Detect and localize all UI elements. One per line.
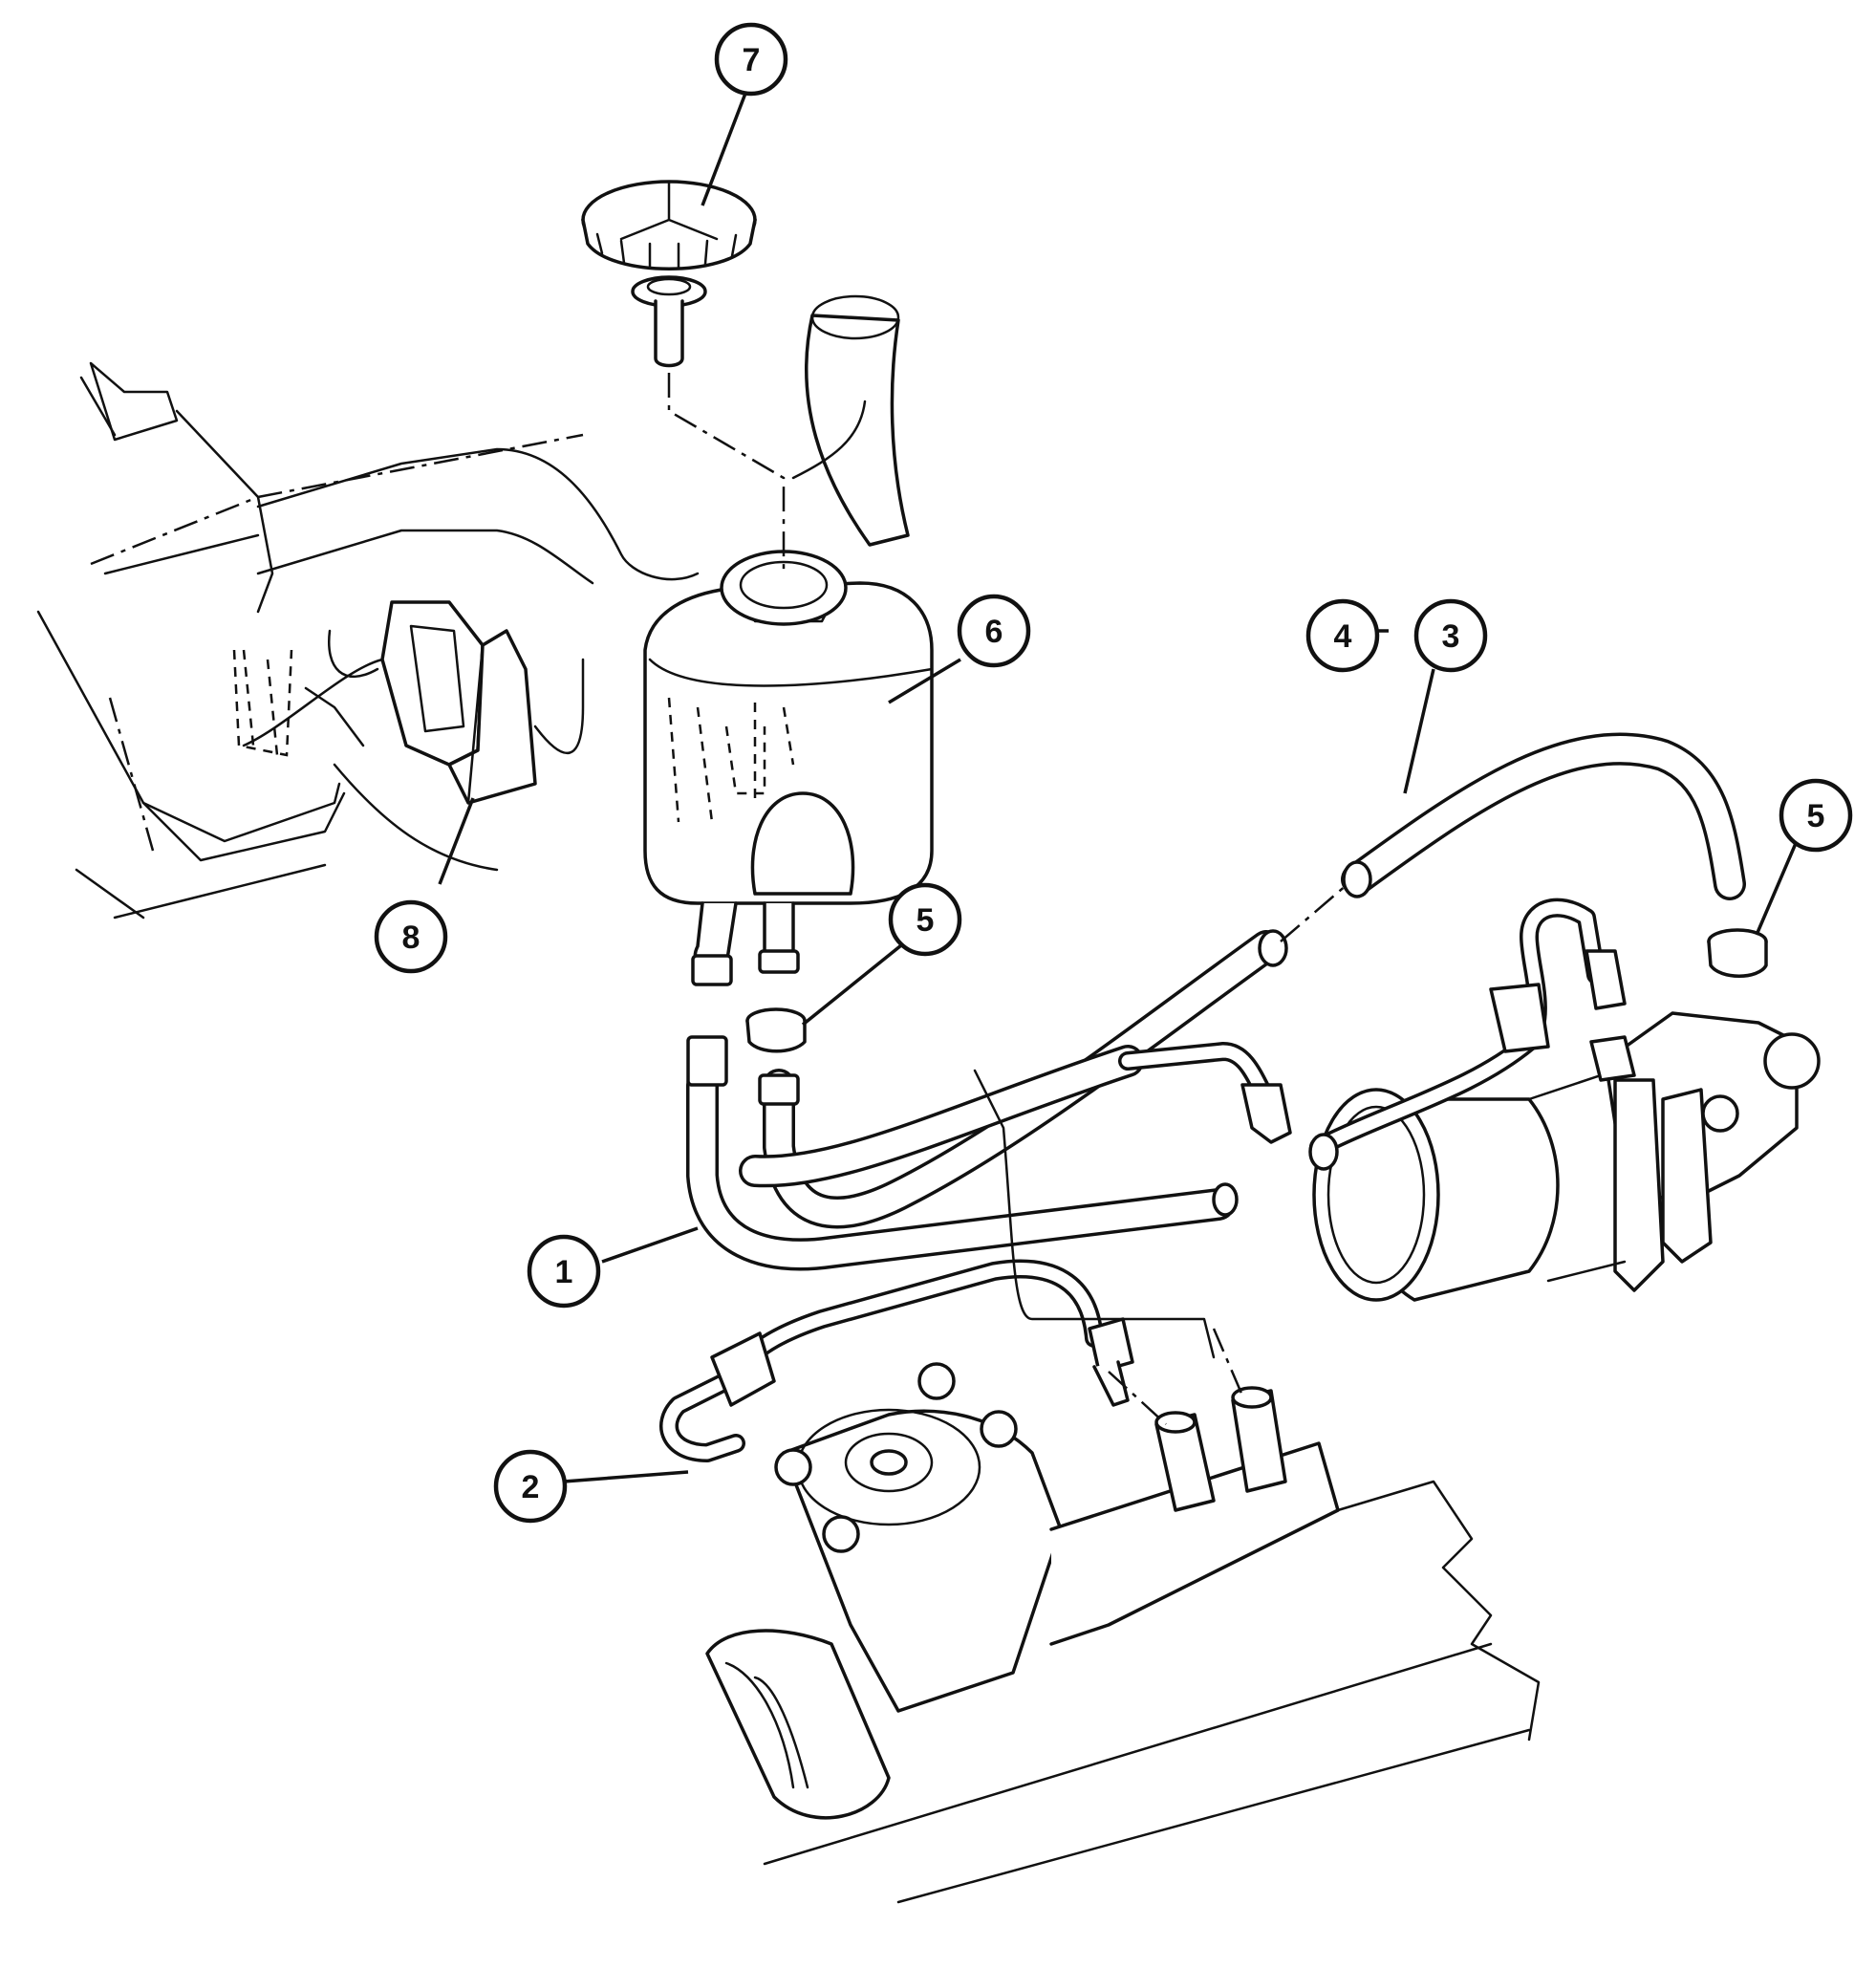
callout-5-center-label: 5 — [916, 902, 935, 939]
callout-3-label: 3 — [1442, 618, 1460, 655]
supply-hose-3 — [1212, 732, 1746, 1217]
callout-8-label: 8 — [402, 920, 420, 956]
callout-5-center: 5 — [888, 882, 962, 957]
callout-7: 7 — [714, 22, 788, 97]
clamp-right — [1707, 928, 1768, 978]
filler-neck-pipe — [791, 294, 910, 547]
leader-lines — [438, 77, 1799, 1483]
callout-6-label: 6 — [985, 614, 1003, 650]
callout-6: 6 — [957, 594, 1031, 668]
callout-5-right-label: 5 — [1807, 798, 1825, 834]
callout-1: 1 — [527, 1234, 601, 1309]
callout-8: 8 — [374, 899, 448, 974]
callout-2: 2 — [493, 1449, 568, 1524]
callout-4: 4 — [1305, 598, 1380, 673]
callout-1-label: 1 — [555, 1254, 573, 1290]
return-hose-1 — [686, 930, 1292, 1271]
callout-3: 3 — [1413, 598, 1488, 673]
reservoir-bracket — [328, 600, 585, 805]
callout-2-label: 2 — [522, 1469, 540, 1505]
steering-gear — [705, 1069, 1541, 1904]
callout-4-label: 4 — [1334, 618, 1352, 655]
filler-cap-dipstick — [581, 180, 786, 573]
body-structure — [36, 361, 700, 920]
reservoir — [643, 550, 934, 986]
pressure-hose-2 — [659, 1259, 1134, 1462]
clamp-center — [745, 1007, 807, 1053]
callout-5-right: 5 — [1779, 778, 1853, 853]
callout-7-label: 7 — [743, 42, 761, 78]
power-steering-pump — [1308, 898, 1821, 1302]
